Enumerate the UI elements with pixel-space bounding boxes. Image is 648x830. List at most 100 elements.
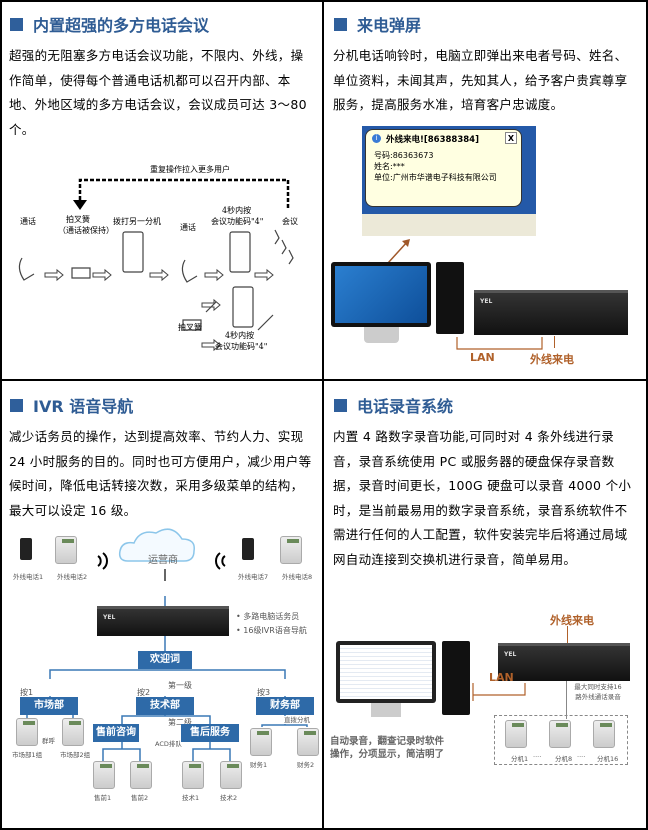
section-text: 超强的无阻塞多方电话会议功能，不限内、外线，操作简单，使得每个普通电话机都可以召… [9, 48, 307, 137]
pointer-arrow-icon [387, 239, 410, 264]
lan-label: LAN [489, 671, 514, 684]
mode-label: 直拨分机 [284, 716, 310, 724]
pc-tower-image [442, 641, 470, 715]
extension-label: 分机1 [511, 755, 529, 763]
level-label: 第一级 [168, 681, 192, 690]
section-text: 减少话务员的操作，达到提高效率、节约人力、实现 24 小时服务的目的。同时也可方… [9, 429, 312, 518]
step-label: 拍叉簧 [178, 323, 202, 332]
desk-phone-image [130, 761, 152, 789]
desk-phone-image [182, 761, 204, 789]
section-heading: IVR 语音导航 [10, 393, 133, 417]
extension-label: 售前1 [94, 794, 112, 802]
trunk-label: 外线来电 [550, 614, 594, 627]
mode-label: 群呼 [42, 737, 55, 745]
dept-node: 市场部 [20, 697, 78, 715]
pbx-device-image: YEL [474, 290, 628, 335]
key-label: 按1 [20, 688, 34, 697]
desk-phone-image [505, 720, 527, 748]
step-label: 拍叉簧 [66, 215, 90, 224]
cloud-label: 运营商 [148, 555, 178, 566]
dept-node: 技术部 [136, 697, 194, 715]
square-bullet-icon [334, 17, 347, 31]
feature-item: • 16级IVR语音导航 [236, 626, 307, 635]
sub-node: 售后服务 [181, 724, 239, 742]
extension-label: 技术2 [220, 794, 238, 802]
step-label: 会议功能码"4" [211, 217, 264, 226]
extension-group: 分机1 ···· 分机8 ···· 分机16 [494, 715, 628, 765]
section-title: 来电弹屏 [357, 16, 422, 35]
recording-software-screen [340, 645, 432, 699]
phone-label: 外线电话1 [13, 573, 44, 581]
lan-connector [472, 683, 526, 701]
extension-label: 分机16 [597, 755, 619, 763]
taskbar [362, 214, 536, 236]
phone-label: 外线电话7 [238, 573, 269, 581]
key-label: 按2 [137, 688, 151, 697]
extension-label: 市场部1组 [12, 751, 43, 759]
column-divider [322, 0, 324, 830]
popup-screenshot: i 外线来电![86388384] X 号码:86363673 姓名:*** 单… [362, 126, 536, 236]
section-title: 内置超强的多方电话会议 [33, 16, 210, 35]
flow-arrows [18, 178, 294, 352]
pbx-device-image: YEL [498, 643, 630, 681]
dept-node: 财务部 [256, 697, 314, 715]
desk-phone-image [593, 720, 615, 748]
feature-label: 多路电脑话务员 [243, 612, 300, 621]
extension-label: 技术1 [182, 794, 200, 802]
extension-label: 分机8 [555, 755, 573, 763]
step-label: 通话 [180, 223, 196, 232]
sub-node: 售前咨询 [93, 724, 139, 742]
section-text: 分机电话响铃时，电脑立即弹出来电者号码、姓名、单位资料，未闻其声，先知其人，给予… [333, 48, 628, 112]
popup-title: 外线来电![86388384] [386, 135, 479, 145]
section-heading: 内置超强的多方电话会议 [10, 12, 209, 36]
section-title: IVR 语音导航 [33, 397, 134, 416]
ivr-tree-lines [26, 528, 308, 761]
extension-label: 财务1 [250, 761, 268, 769]
desk-phone-image [297, 728, 319, 756]
loop-label: 重复操作拉入更多用户 [150, 165, 230, 174]
feature-label: 16级IVR语音导航 [243, 626, 307, 635]
extension-label: 售前2 [131, 794, 149, 802]
desk-phone-image [280, 536, 302, 564]
section-heading: 电话录音系统 [334, 393, 453, 417]
step-label: 会议功能码"4" [215, 342, 268, 351]
desk-phone-image [62, 718, 84, 746]
monitor-stand [364, 327, 399, 343]
info-icon: i [372, 134, 381, 143]
conference-panel: 内置超强的多方电话会议 超强的无阻塞多方电话会议功能，不限内、外线，操作简单，使… [0, 0, 322, 379]
software-note: 操作，分项显示，简洁明了 [330, 749, 445, 760]
trunk-label: 外线来电 [530, 353, 574, 366]
lan-connector [456, 337, 543, 350]
square-bullet-icon [10, 17, 23, 31]
square-bullet-icon [334, 398, 347, 412]
step-label: 4秒内按 [222, 206, 252, 215]
step-label: 通话 [20, 217, 36, 226]
close-button[interactable]: X [505, 132, 517, 144]
monitor-image [336, 641, 436, 703]
desk-phone-image [55, 536, 77, 564]
trunk-line [554, 336, 555, 348]
lan-label: LAN [470, 351, 495, 364]
ivr-panel: IVR 语音导航 减少话务员的操作，达到提高效率、节约人力、实现 24 小时服务… [0, 381, 322, 830]
step-label: 4秒内按 [225, 331, 255, 340]
desk-phone-image [220, 761, 242, 789]
ellipsis: ···· [577, 753, 586, 761]
recording-panel: 电话录音系统 内置 4 路数字录音功能,可同时对 4 条外线进行录音，录音系统使… [324, 381, 646, 830]
section-title: 电话录音系统 [357, 397, 454, 416]
desk-phone-image [250, 728, 272, 756]
trunk-line [567, 626, 568, 646]
desk-phone-image [16, 718, 38, 746]
welcome-node: 欢迎词 [138, 651, 192, 669]
popup-panel: 来电弹屏 分机电话响铃时，电脑立即弹出来电者号码、姓名、单位资料，未闻其声，先知… [324, 0, 646, 379]
pc-tower-image [436, 262, 464, 334]
desk-phone-image [549, 720, 571, 748]
step-label: 会议 [282, 217, 298, 226]
mobile-phone-image [242, 538, 254, 560]
pbx-device-image: YEL [97, 606, 229, 636]
caller-company: 单位:广州市华谱电子科技有限公司 [374, 173, 497, 182]
step-note: （通话被保持） [58, 226, 114, 235]
mobile-phone-image [20, 538, 32, 560]
phone-label: 外线电话2 [57, 573, 88, 581]
monitor-stand [371, 703, 401, 717]
